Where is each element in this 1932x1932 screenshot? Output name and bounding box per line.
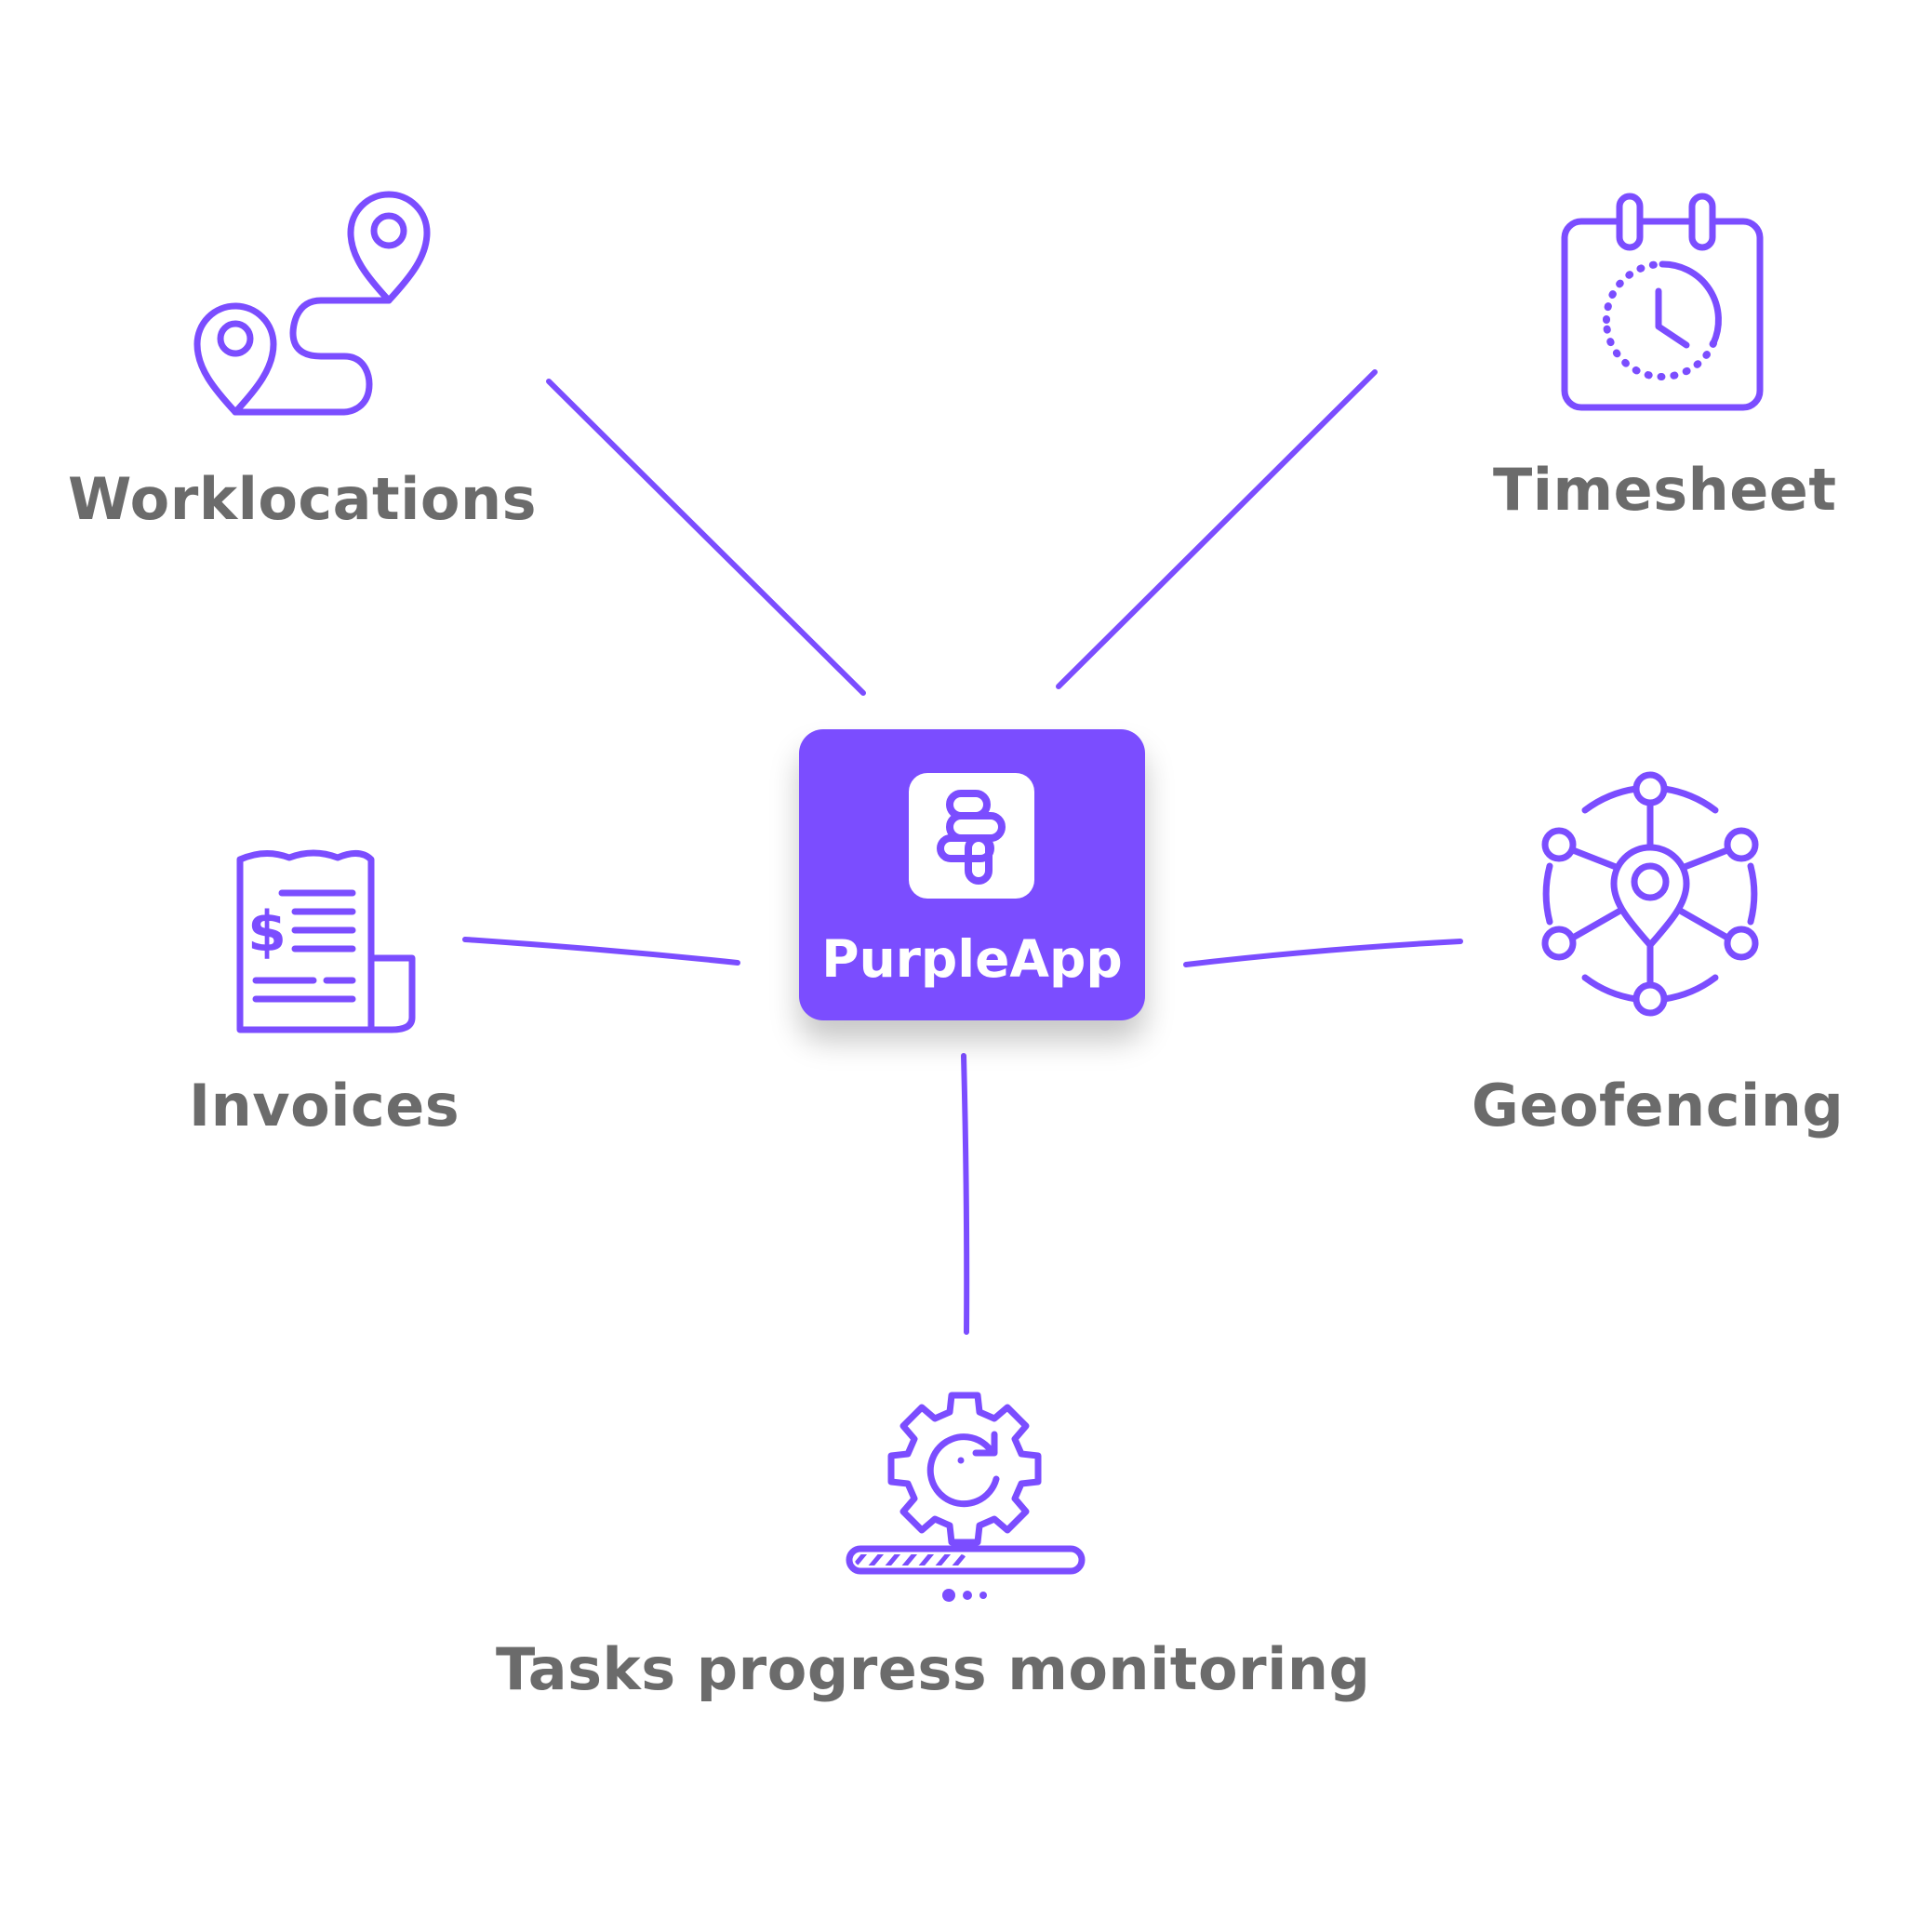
connector-invoices — [462, 937, 740, 966]
connector-tasks — [961, 1053, 970, 1335]
label-timesheet: Timesheet — [1493, 456, 1837, 524]
purpleapp-hub-card: PurpleApp — [799, 729, 1145, 1020]
label-geofencing: Geofencing — [1472, 1072, 1845, 1139]
purpleapp-logo — [909, 773, 1034, 899]
invoice-dollar-icon: $ — [236, 849, 416, 1033]
connector-geofencing — [1183, 939, 1463, 967]
app-logo-icon — [937, 790, 1006, 885]
connector-timesheet — [1056, 369, 1378, 689]
label-tasks-progress-monitoring: Tasks progress monitoring — [496, 1635, 1371, 1703]
calendar-clock-icon — [1561, 193, 1764, 411]
gear-progress-icon — [846, 1392, 1086, 1602]
svg-text:$: $ — [247, 899, 286, 965]
label-worklocations: Worklocations — [68, 465, 538, 533]
label-invoices: Invoices — [189, 1072, 460, 1139]
geofence-network-icon — [1541, 771, 1759, 1017]
connector-worklocations — [546, 379, 866, 696]
route-pins-icon — [193, 191, 431, 416]
hub-title: PurpleApp — [821, 929, 1123, 989]
